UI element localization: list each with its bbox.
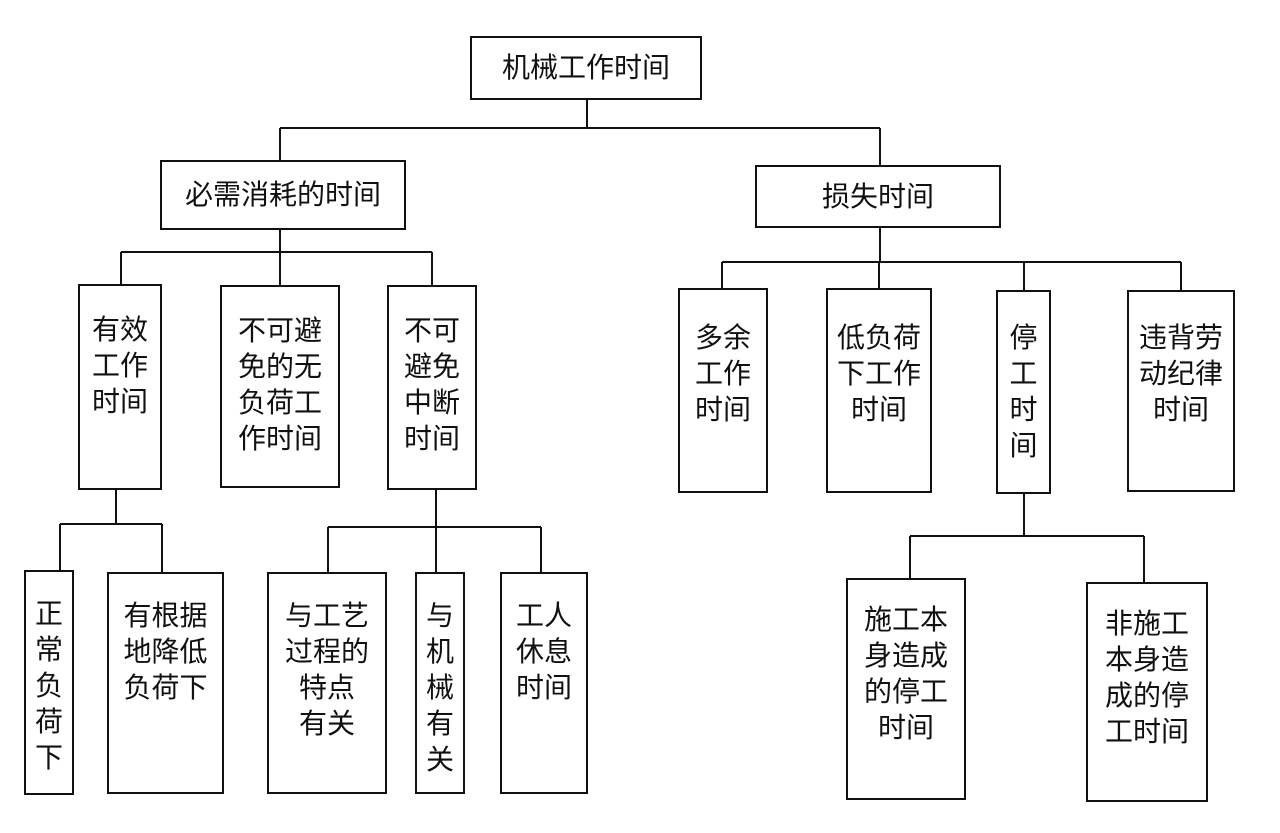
node-machine-related-label: 与 机 械 有 关 [425, 599, 454, 776]
node-unavoidable-noload-time: 不可避 免的无 负荷工 作时间 [220, 285, 340, 488]
node-excess-work-time-label: 多余 工作 时间 [694, 321, 751, 426]
node-nonconstruction-caused-stoppage-label: 非施工 本身造 成的停 工时间 [1104, 607, 1189, 748]
node-normal-load: 正 常 负 荷 下 [24, 570, 74, 795]
node-process-related: 与工艺 过程的 特点 有关 [267, 572, 387, 794]
node-unavoidable-interrupt-time: 不可 避免 中断 时间 [387, 285, 477, 490]
node-necessary-time: 必需消耗的时间 [160, 160, 406, 230]
node-worker-rest-time: 工人 休息 时间 [500, 572, 588, 794]
node-machine-related: 与 机 械 有 关 [415, 572, 465, 794]
node-unavoidable-noload-time-label: 不可避 免的无 负荷工 作时间 [237, 314, 322, 455]
node-stoppage-time-label: 停 工 时 间 [1009, 321, 1038, 462]
node-lowload-work-time-label: 低负荷 下工作 时间 [836, 321, 921, 426]
node-root: 机械工作时间 [470, 36, 702, 100]
node-process-related-label: 与工艺 过程的 特点 有关 [284, 599, 369, 740]
node-necessary-time-label: 必需消耗的时间 [184, 178, 381, 211]
node-effective-work-time-label: 有效 工作 时间 [91, 313, 148, 418]
node-loss-time: 损失时间 [755, 165, 1001, 228]
node-excess-work-time: 多余 工作 时间 [678, 288, 768, 493]
node-unavoidable-interrupt-time-label: 不可 避免 中断 时间 [403, 314, 460, 455]
node-lowload-work-time: 低负荷 下工作 时间 [826, 288, 932, 493]
node-root-label: 机械工作时间 [501, 51, 670, 84]
node-worker-rest-time-label: 工人 休息 时间 [515, 599, 572, 704]
node-discipline-violation-time: 违背劳 动纪律 时间 [1127, 290, 1235, 492]
node-nonconstruction-caused-stoppage: 非施工 本身造 成的停 工时间 [1086, 582, 1208, 802]
node-stoppage-time: 停 工 时 间 [996, 290, 1051, 494]
node-effective-work-time: 有效 工作 时间 [78, 284, 162, 490]
node-construction-caused-stoppage-label: 施工本 身造成 的停工 时间 [863, 603, 948, 744]
node-loss-time-label: 损失时间 [821, 179, 934, 213]
node-reduced-load: 有根据 地降低 负荷下 [107, 572, 224, 794]
node-discipline-violation-time-label: 违背劳 动纪律 时间 [1138, 321, 1223, 426]
node-construction-caused-stoppage: 施工本 身造成 的停工 时间 [846, 578, 966, 800]
node-normal-load-label: 正 常 负 荷 下 [34, 597, 63, 774]
node-reduced-load-label: 有根据 地降低 负荷下 [123, 599, 208, 704]
